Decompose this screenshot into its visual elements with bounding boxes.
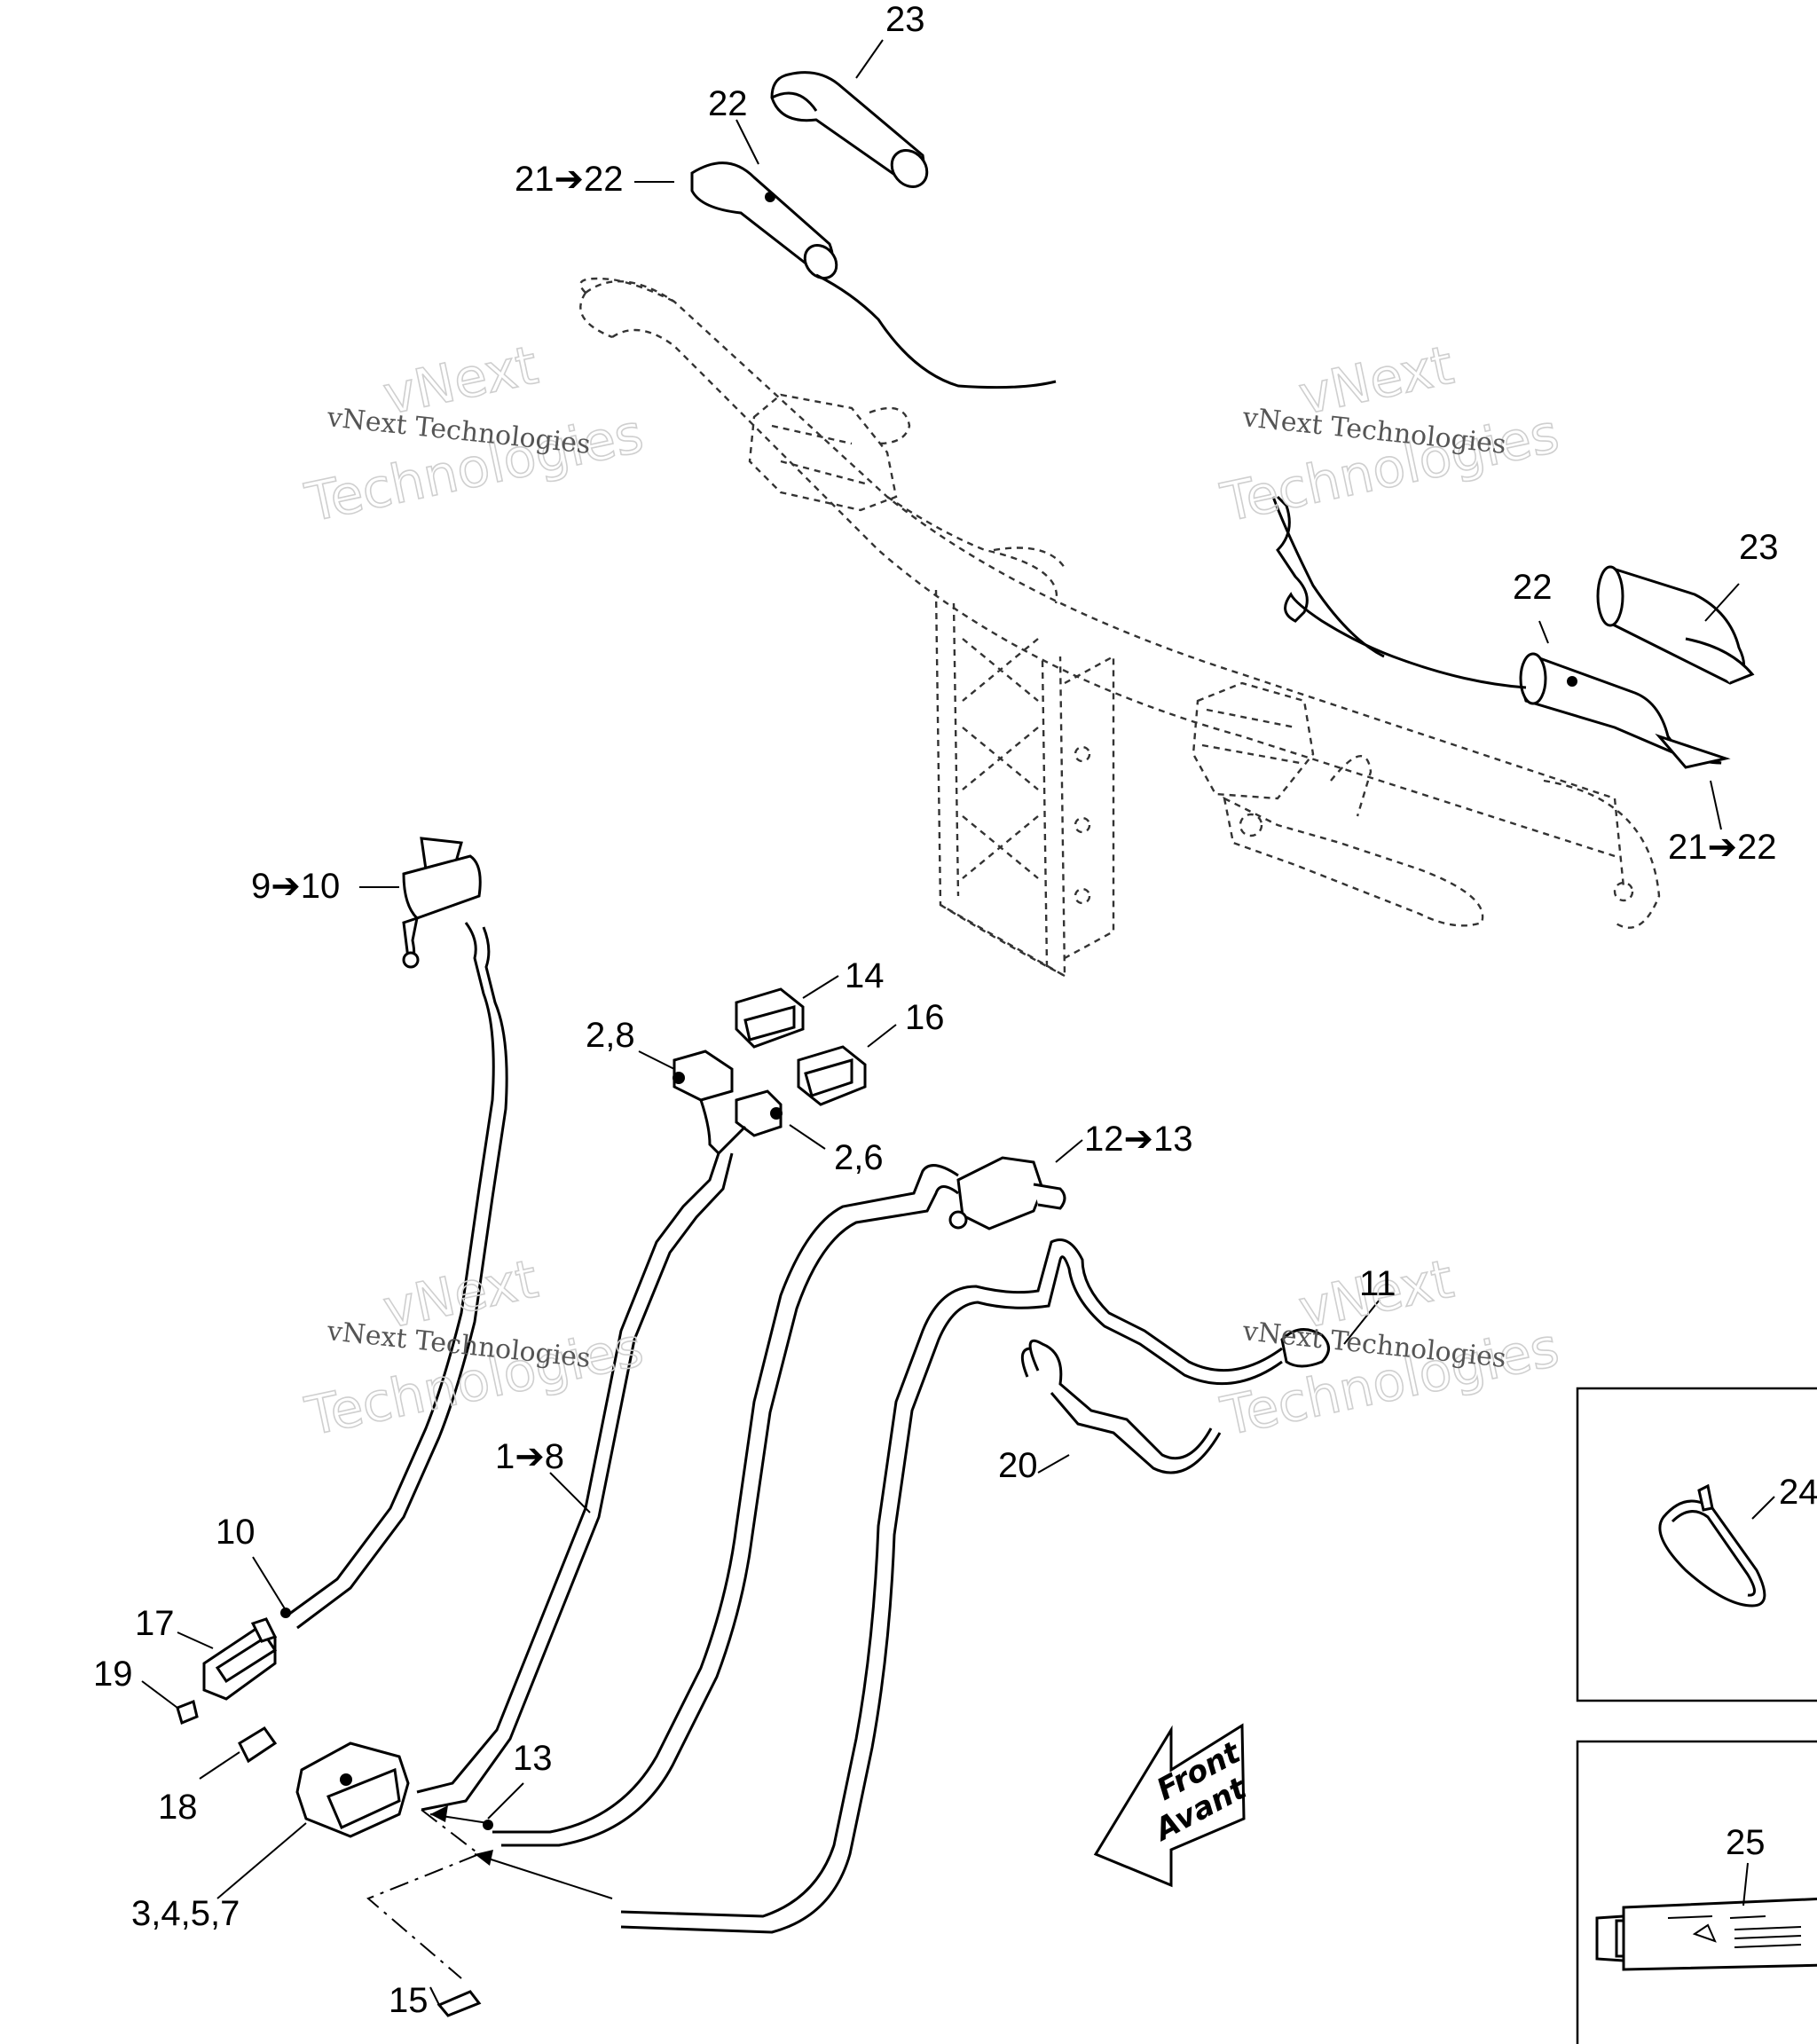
callout-20: 20 [998, 1446, 1038, 1485]
callout-2-6: 2,6 [834, 1138, 884, 1177]
sensor-wire-20 [1020, 1339, 1222, 1474]
callout-3-4-5-7: 3,4,5,7 [131, 1894, 240, 1933]
callout-9: 9➔10 [251, 867, 340, 906]
right-grip-assembly [1271, 495, 1755, 769]
left-grip-assembly [690, 71, 1057, 389]
callout-22-top: 22 [708, 84, 748, 123]
callout-2-8: 2,8 [586, 1016, 635, 1055]
callout-11: 11 [1359, 1264, 1396, 1303]
harness-connectors [176, 1617, 613, 2017]
callout-16: 16 [905, 998, 945, 1037]
callout-21-top: 21➔22 [515, 160, 624, 199]
leader-lines [141, 39, 1775, 2006]
callout-15: 15 [389, 1981, 429, 2020]
callout-18: 18 [158, 1788, 198, 1827]
callout-25: 25 [1726, 1823, 1766, 1862]
callout-1: 1➔8 [495, 1437, 564, 1476]
callout-10: 10 [216, 1513, 256, 1552]
box-25 [1576, 1740, 1817, 2044]
callout-14: 14 [845, 956, 885, 995]
switch-12-13 [483, 1156, 1066, 1847]
callout-12: 12➔13 [1084, 1120, 1193, 1159]
switch-9-10 [280, 837, 508, 1630]
callout-19: 19 [93, 1655, 133, 1694]
callout-24: 24 [1779, 1473, 1817, 1512]
callout-23-top: 23 [885, 0, 925, 39]
handlebar-assembly [579, 277, 1661, 979]
callout-22-right: 22 [1513, 568, 1553, 607]
callout-17: 17 [135, 1604, 175, 1643]
callout-23-right: 23 [1739, 528, 1779, 567]
switch-11 [620, 1238, 1330, 1934]
callout-13: 13 [513, 1739, 553, 1778]
front-direction-arrow: Front Avant [1093, 1723, 1254, 1888]
callout-labels: 23 22 21➔22 23 22 21➔22 9➔10 14 16 2,8 2… [93, 0, 1817, 2020]
connectors-group [416, 987, 867, 1812]
box-24 [1576, 1387, 1817, 1702]
callout-21-right: 21➔22 [1668, 828, 1777, 867]
